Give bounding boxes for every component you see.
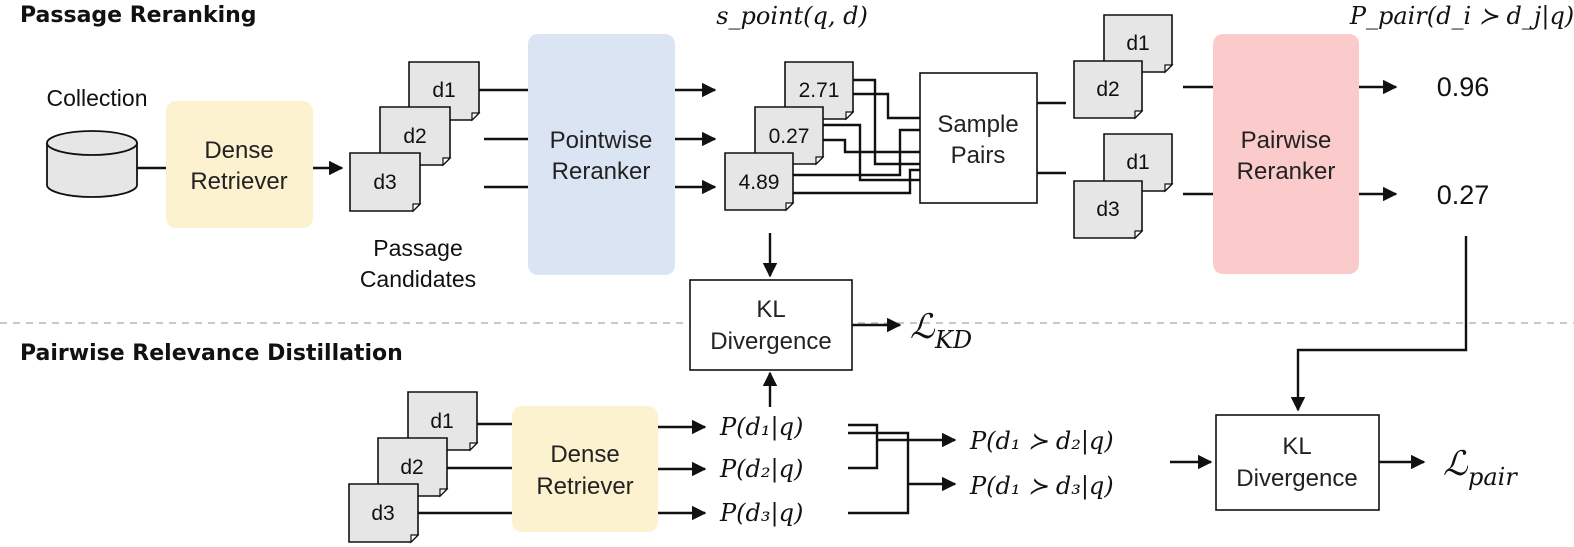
student-prob-1: P(d₁|q) (719, 413, 803, 442)
svg-text:d1: d1 (432, 79, 455, 102)
svg-text:d1: d1 (430, 410, 453, 433)
edge-teacher-kl-bottom (1290, 236, 1468, 412)
student-pair-prob-1: P(d₁ ≻ d₂|q) (969, 427, 1114, 456)
svg-text:KL: KL (756, 296, 785, 323)
svg-text:d1: d1 (1126, 32, 1149, 55)
svg-text:Dense: Dense (204, 137, 273, 164)
candidates-caption-line2: Candidates (360, 266, 476, 292)
pair1-doc-a: d1 (1103, 14, 1174, 74)
svg-text:KD: KD (934, 326, 972, 354)
score-doc-2: 0.27 (754, 106, 825, 166)
student-prob-2: P(d₂|q) (719, 455, 803, 484)
svg-text:Divergence: Divergence (1236, 465, 1357, 492)
svg-text:4.89: 4.89 (739, 171, 780, 194)
pair2-doc-b: d3 (1073, 180, 1144, 240)
svg-text:Reranker: Reranker (552, 158, 651, 185)
svg-text:d3: d3 (373, 171, 396, 194)
candidates-caption-line1: Passage (373, 235, 463, 261)
svg-text:pair: pair (1468, 463, 1518, 491)
kl-divergence-top: KL Divergence (689, 279, 853, 371)
loss-kd: ℒ KD (910, 307, 972, 354)
bottom-doc-d3-icon: d3 (348, 483, 420, 544)
svg-text:d1: d1 (1126, 151, 1149, 174)
passage-candidate-stack: d1 d2 d3 (349, 61, 481, 213)
svg-text:Pairs: Pairs (951, 142, 1006, 169)
doc-d1-icon: d1 (408, 61, 481, 122)
svg-text:d2: d2 (403, 125, 426, 148)
svg-text:Divergence: Divergence (710, 328, 831, 355)
student-pair-prob-2: P(d₁ ≻ d₃|q) (969, 472, 1114, 501)
student-prob-3: P(d₃|q) (719, 499, 803, 528)
database-icon (46, 130, 138, 198)
svg-text:Sample: Sample (937, 111, 1018, 138)
pair-score-heading: P_pair(d_i ≻ d_j|q) (1349, 2, 1574, 31)
svg-text:Reranker: Reranker (1237, 158, 1336, 185)
doc-d2-icon: d2 (379, 106, 452, 167)
dense-retriever-top: Dense Retriever (166, 101, 313, 228)
pair-stack-1: d1 d2 (1073, 14, 1174, 120)
svg-text:d2: d2 (400, 456, 423, 479)
bottom-doc-stack: d1 d2 d3 (348, 391, 479, 544)
svg-text:KL: KL (1282, 433, 1311, 460)
pairwise-reranker: Pairwise Reranker (1213, 34, 1359, 274)
svg-text:d3: d3 (1096, 198, 1119, 221)
doc-d3-icon: d3 (349, 152, 422, 213)
svg-text:0.27: 0.27 (769, 125, 810, 148)
pointwise-reranker: Pointwise Reranker (528, 34, 675, 275)
svg-text:ℒ: ℒ (910, 307, 936, 347)
dense-retriever-bottom: Dense Retriever (512, 406, 658, 532)
edges-scores-to-sample (793, 78, 920, 195)
score-doc-1: 2.71 (784, 61, 855, 121)
svg-text:Pairwise: Pairwise (1241, 127, 1332, 154)
svg-text:2.71: 2.71 (799, 79, 840, 102)
svg-text:d3: d3 (371, 502, 394, 525)
svg-text:Retriever: Retriever (536, 473, 633, 500)
kl-divergence-bottom: KL Divergence (1215, 414, 1380, 511)
svg-text:Dense: Dense (550, 441, 619, 468)
point-score-heading: s_point(q, d) (716, 2, 868, 30)
point-score-stack: 2.71 0.27 4.89 (724, 61, 855, 212)
pair-score-value-1: 0.96 (1437, 72, 1490, 102)
svg-text:d2: d2 (1096, 78, 1119, 101)
pair1-doc-b: d2 (1073, 60, 1144, 120)
collection-label: Collection (47, 85, 148, 111)
pair-stack-2: d1 d3 (1073, 133, 1174, 240)
score-doc-3: 4.89 (724, 152, 795, 212)
pair-score-value-2: 0.27 (1437, 180, 1490, 210)
loss-pair: ℒ pair (1443, 444, 1518, 491)
sample-pairs-box: Sample Pairs (919, 72, 1038, 204)
svg-text:ℒ: ℒ (1443, 444, 1469, 484)
svg-text:Pointwise: Pointwise (550, 127, 653, 154)
section-title-pairwise-distillation: Pairwise Relevance Distillation (20, 341, 403, 366)
edges-probs-to-pairs (848, 423, 957, 515)
section-title-passage-reranking: Passage Reranking (20, 3, 257, 28)
svg-text:Retriever: Retriever (190, 168, 287, 195)
